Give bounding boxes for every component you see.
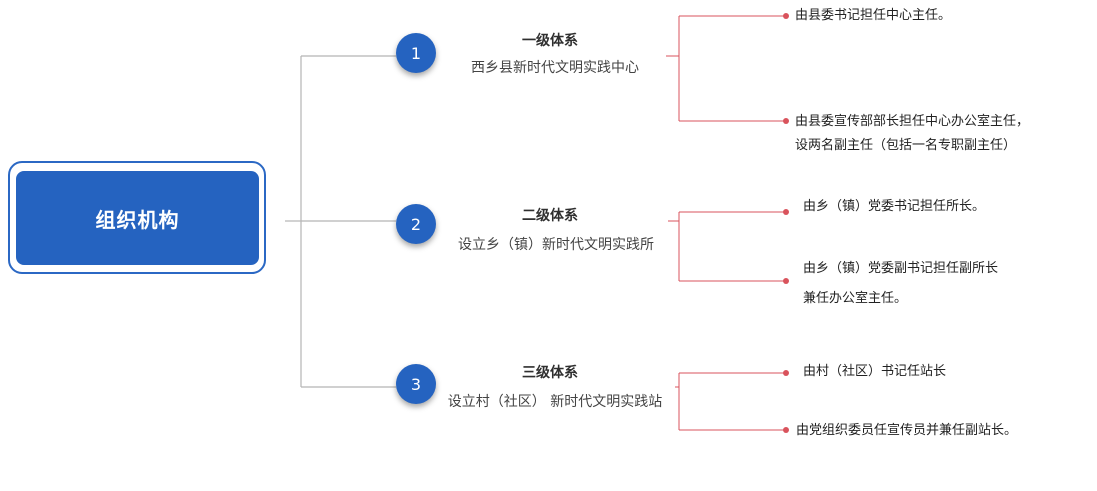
level-2-subtitle: 设立乡（镇）新时代文明实践所 [458, 237, 654, 253]
bullet-dot [783, 427, 789, 433]
bullet-dot [783, 209, 789, 215]
bullet-dot [783, 370, 789, 376]
level-2-number-badge: 2 [396, 204, 436, 244]
level2-detail-connectors [668, 209, 789, 284]
root-node-label: 组织机构 [95, 207, 180, 232]
level1-detail-connectors [666, 13, 789, 124]
level-1-title: 一级体系 [522, 33, 578, 49]
level-3-title: 三级体系 [522, 365, 578, 381]
bullet-dot [783, 13, 789, 19]
level-3-number-badge: 3 [396, 364, 436, 404]
level-3-subtitle: 设立村（社区） 新时代文明实践站 [447, 394, 663, 410]
root-node: 组织机构 [16, 171, 259, 265]
level-1-detail-2: 由县委宣传部部长担任中心办公室主任， 设两名副主任（包括一名专职副主任） [795, 114, 1030, 153]
level-2-title: 二级体系 [522, 208, 578, 224]
level-2-detail-1: 由乡（镇）党委书记担任所长。 [803, 199, 986, 214]
bullet-dot [783, 278, 789, 284]
level-3-number: 3 [410, 374, 422, 394]
level-2-number: 2 [410, 214, 422, 234]
level-3-detail-1: 由村（社区）书记任站长 [803, 364, 947, 379]
level-1-subtitle: 西乡县新时代文明实践中心 [471, 60, 639, 76]
level-1-number-badge: 1 [396, 33, 436, 73]
level3-detail-connectors [675, 370, 789, 433]
level-2-detail-2: 由乡（镇）党委副书记担任副所长 兼任办公室主任。 [803, 261, 999, 306]
level-3-detail-2: 由党组织委员任宣传员并兼任副站长。 [796, 423, 1018, 438]
level-1-detail-1: 由县委书记担任中心主任。 [795, 8, 952, 23]
level-1-number: 1 [410, 43, 422, 63]
bullet-dot [783, 118, 789, 124]
